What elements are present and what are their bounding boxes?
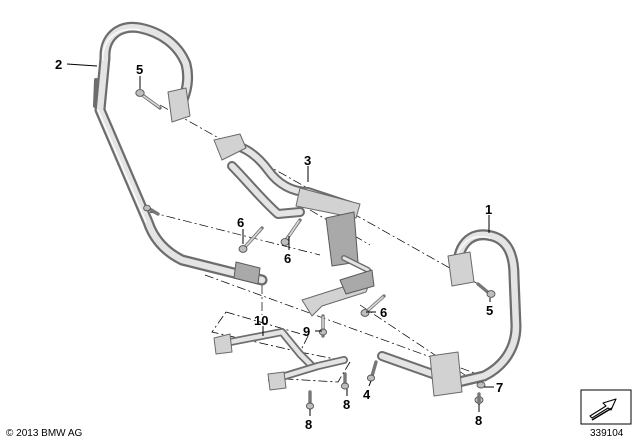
assembly-axis-lines [149, 104, 481, 386]
callout-6-left: 6 [237, 215, 244, 230]
reference-arrow-box [580, 389, 632, 425]
callout-10: 10 [254, 313, 268, 328]
screw-small-left [143, 204, 160, 216]
screw-5-upper [135, 89, 162, 110]
screw-5-lower [476, 282, 496, 298]
carrier-bracket [213, 133, 371, 273]
crash-bar-right [377, 229, 522, 397]
screw-8-right [474, 392, 484, 405]
callout-2: 2 [55, 57, 62, 72]
screw-8-left [305, 390, 315, 410]
fasteners [135, 89, 496, 410]
callout-7: 7 [496, 380, 503, 395]
drawing-number: 339104 [590, 428, 624, 439]
callout-9: 9 [303, 324, 310, 339]
callout-8-right: 8 [475, 413, 482, 428]
screw-6-left [238, 226, 264, 253]
leader-lines [66, 63, 494, 416]
reference-arrow-icon [589, 398, 617, 419]
callout-8-left: 8 [305, 417, 312, 432]
callout-4: 4 [363, 387, 371, 402]
small-bracket [301, 269, 375, 338]
callout-8-middle: 8 [343, 397, 350, 412]
callout-1: 1 [485, 202, 492, 217]
screw-9 [318, 328, 328, 336]
screw-4 [366, 360, 378, 382]
nut-7 [476, 381, 486, 389]
callout-3: 3 [304, 153, 311, 168]
callout-6-right: 6 [380, 305, 387, 320]
callout-numbers: 2 5 3 1 6 6 6 5 9 10 4 8 8 7 8 [55, 57, 503, 432]
screw-6-right [360, 294, 386, 317]
callout-5-lower: 5 [486, 303, 493, 318]
screw-6-middle [280, 218, 302, 246]
callout-5-upper: 5 [136, 62, 143, 77]
lower-holder [213, 328, 348, 391]
screw-8-middle [340, 372, 350, 390]
crash-bar-left [93, 21, 268, 286]
callout-6-middle: 6 [284, 251, 291, 266]
copyright-notice: © 2013 BMW AG [6, 428, 83, 439]
